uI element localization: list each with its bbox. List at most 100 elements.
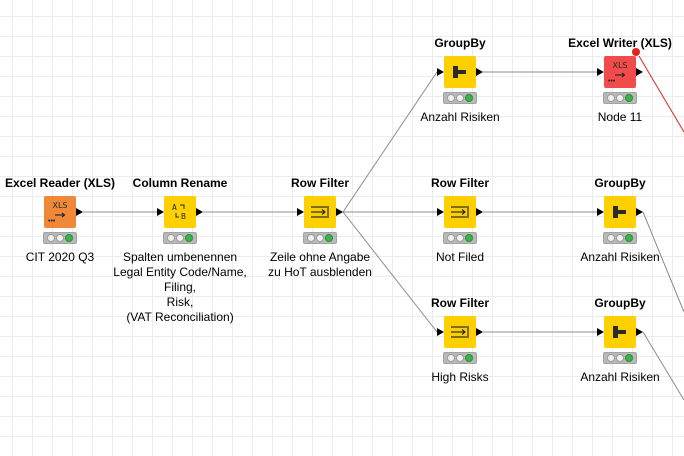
connection-excel-writer-offscreen[interactable] — [638, 55, 684, 133]
status-light-red — [47, 234, 55, 242]
node-label-line: Anzahl Risiken — [420, 110, 500, 124]
node-label-line: Spalten umbenennen — [122, 250, 238, 264]
row-filter-icon — [451, 326, 469, 338]
output-port[interactable] — [636, 68, 643, 76]
output-port[interactable] — [196, 208, 203, 216]
node-icon[interactable] — [604, 316, 636, 348]
node-label-line: Anzahl Risiken — [580, 250, 660, 264]
node-title[interactable]: Row Filter — [430, 176, 489, 190]
node-icon[interactable] — [304, 196, 336, 228]
xls-icon-text: XLS — [612, 61, 628, 70]
groupby-icon — [453, 66, 466, 78]
output-port[interactable] — [76, 208, 83, 216]
connection-row-filter-1-to-groupby-top[interactable] — [342, 71, 438, 213]
status-light-green — [465, 354, 473, 362]
node-icon[interactable] — [444, 316, 476, 348]
node-label-line: zu HoT ausblenden — [268, 265, 372, 279]
input-port[interactable] — [437, 328, 444, 336]
input-port[interactable] — [597, 68, 604, 76]
node-title[interactable]: Row Filter — [290, 176, 349, 190]
node-label-line: Legal Entity Code/Name, — [113, 265, 247, 279]
status-light-green — [465, 94, 473, 102]
status-light-yellow — [616, 234, 624, 242]
node-annotation[interactable]: Anzahl Risiken — [540, 250, 684, 265]
status-light-green — [465, 234, 473, 242]
input-port[interactable] — [597, 208, 604, 216]
node-title[interactable]: Row Filter — [430, 296, 489, 310]
node-excel-reader[interactable]: Excel Reader (XLS) XLS ••• CIT 2020 Q3 — [0, 176, 140, 336]
output-port[interactable] — [476, 68, 483, 76]
xls-icon-text: XLS — [52, 201, 68, 210]
node-status-traffic-light — [443, 232, 477, 244]
node-label-line: Risk, — [166, 295, 194, 309]
status-light-red — [607, 94, 615, 102]
connection-groupby-bottom-offscreen[interactable] — [642, 331, 684, 401]
row-filter-icon — [311, 206, 329, 218]
node-title[interactable]: GroupBy — [594, 176, 646, 190]
connection-groupby-mid-offscreen[interactable] — [642, 211, 684, 313]
groupby-icon — [613, 206, 626, 218]
status-light-red — [307, 234, 315, 242]
node-annotation[interactable]: Anzahl Risiken — [540, 370, 684, 385]
node-title[interactable]: Excel Reader (XLS) — [4, 176, 116, 190]
status-light-red — [607, 354, 615, 362]
arrow-right-icon — [615, 72, 626, 78]
node-icon[interactable] — [444, 196, 476, 228]
node-icon[interactable]: XLS ••• — [44, 196, 76, 228]
node-excel-writer[interactable]: Excel Writer (XLS) XLS••• Node 11 — [540, 36, 684, 196]
output-port[interactable] — [476, 328, 483, 336]
node-title[interactable]: GroupBy — [434, 36, 486, 50]
node-icon[interactable] — [444, 56, 476, 88]
node-status-traffic-light — [163, 232, 197, 244]
node-label-line: Filing, — [163, 280, 196, 294]
node-status-traffic-light — [43, 232, 77, 244]
node-label-line: Not Filed — [435, 250, 485, 264]
status-light-green — [185, 234, 193, 242]
node-annotation[interactable]: High Risks — [380, 370, 540, 385]
status-light-yellow — [616, 94, 624, 102]
output-port[interactable] — [336, 208, 343, 216]
status-light-yellow — [176, 234, 184, 242]
input-port[interactable] — [157, 208, 164, 216]
node-status-traffic-light — [603, 232, 637, 244]
node-label-line: CIT 2020 Q3 — [25, 250, 95, 264]
node-icon[interactable]: XLS••• — [604, 56, 636, 88]
node-label-line: (VAT Reconciliation) — [126, 310, 234, 324]
node-title[interactable]: Column Rename — [132, 176, 228, 190]
status-light-green — [625, 234, 633, 242]
input-port[interactable] — [297, 208, 304, 216]
node-icon[interactable] — [604, 196, 636, 228]
dots-icon: ••• — [48, 218, 56, 225]
rename-icon: AB — [172, 203, 186, 221]
output-port[interactable] — [636, 328, 643, 336]
output-port[interactable] — [476, 208, 483, 216]
node-title[interactable]: GroupBy — [594, 296, 646, 310]
error-connection-dot[interactable] — [632, 48, 640, 56]
status-light-green — [325, 234, 333, 242]
node-status-traffic-light — [443, 352, 477, 364]
node-status-traffic-light — [443, 92, 477, 104]
node-annotation[interactable]: Not Filed — [380, 250, 540, 265]
input-port[interactable] — [437, 208, 444, 216]
status-light-red — [607, 234, 615, 242]
input-port[interactable] — [597, 328, 604, 336]
output-port[interactable] — [636, 208, 643, 216]
connection-row-filter-1-to-row-filter-3[interactable] — [342, 211, 438, 333]
row-filter-icon — [451, 206, 469, 218]
node-annotation[interactable]: CIT 2020 Q3 — [0, 250, 140, 265]
node-title[interactable]: Excel Writer (XLS) — [568, 36, 672, 50]
node-annotation[interactable]: Anzahl Risiken — [380, 110, 540, 125]
input-port[interactable] — [437, 68, 444, 76]
node-annotation[interactable]: Node 11 — [540, 110, 684, 125]
status-light-red — [447, 94, 455, 102]
